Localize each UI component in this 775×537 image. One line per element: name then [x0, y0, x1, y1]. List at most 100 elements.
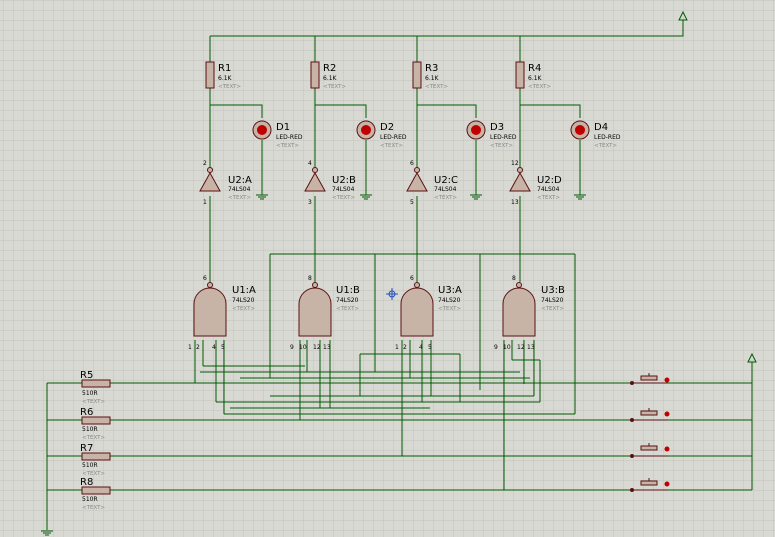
resistor-text: <TEXT> — [82, 505, 105, 511]
vcc-symbol-right — [747, 352, 757, 363]
resistor-r6[interactable]: R6 510R <TEXT> — [80, 407, 111, 441]
resistor-text: <TEXT> — [82, 471, 105, 477]
pushbutton-2[interactable] — [630, 408, 670, 422]
resistor-r1[interactable]: R1 6.1K <TEXT> — [205, 61, 241, 90]
resistor-label: R8 — [80, 477, 93, 488]
resistor-value: 510R — [82, 426, 98, 433]
pin-in: 10 — [503, 344, 511, 351]
inverter-u2-d[interactable]: 12 13 U2:D 74LS04 <TEXT> — [509, 160, 562, 206]
led-label: D4 — [594, 122, 608, 133]
inverter-label: U2:B — [332, 175, 356, 186]
pin-in: 5 — [221, 344, 225, 351]
pin-out: 6 — [410, 160, 414, 167]
crosshair-cursor-icon — [386, 288, 398, 300]
inverter-label: U2:A — [228, 175, 252, 186]
inverter-label: U2:D — [537, 175, 562, 186]
pin-out: 6 — [203, 275, 207, 282]
resistor-value: 510R — [82, 390, 98, 397]
resistor-value: 6.1K — [323, 75, 338, 82]
pushbutton-1[interactable] — [630, 373, 670, 385]
led-d1[interactable]: D1 LED-RED <TEXT> — [252, 120, 303, 149]
nand-value: 74LS20 — [232, 297, 255, 304]
pin-in: 1 — [395, 344, 399, 351]
resistor-r3[interactable]: R3 6.1K <TEXT> — [412, 61, 448, 90]
led-text: <TEXT> — [380, 143, 403, 149]
resistor-label: R7 — [80, 443, 93, 454]
nand-gate-u3-a[interactable]: 6 1 2 4 5 U3:A 74LS20 <TEXT> — [395, 275, 462, 351]
nand-label: U3:B — [541, 285, 565, 296]
ground-symbols — [256, 194, 586, 200]
inverter-value: 74LS04 — [332, 186, 355, 193]
nand-value: 74LS20 — [438, 297, 461, 304]
nand-value: 74LS20 — [336, 297, 359, 304]
nand-gate-u3-b[interactable]: 8 9 10 12 13 U3:B 74LS20 <TEXT> — [494, 275, 565, 351]
pin-out: 8 — [308, 275, 312, 282]
resistor-label: R3 — [425, 63, 438, 74]
led-d4[interactable]: D4 LED-RED <TEXT> — [570, 120, 621, 149]
led-text: <TEXT> — [276, 143, 299, 149]
inverter-u2-c[interactable]: 6 5 U2:C 74LS04 <TEXT> — [406, 160, 458, 206]
resistor-text: <TEXT> — [82, 399, 105, 405]
inverter-text: <TEXT> — [332, 195, 355, 201]
pin-in: 2 — [196, 344, 200, 351]
pin-out: 12 — [511, 160, 519, 167]
inverter-u2-a[interactable]: 2 1 U2:A 74LS04 <TEXT> — [199, 160, 252, 206]
resistor-r5[interactable]: R5 510R <TEXT> — [80, 370, 111, 405]
pin-in: 2 — [403, 344, 407, 351]
resistor-label: R6 — [80, 407, 93, 418]
pin-in: 9 — [290, 344, 294, 351]
pushbutton-4[interactable] — [630, 478, 670, 492]
led-value: LED-RED — [380, 134, 407, 141]
inverter-value: 74LS04 — [537, 186, 560, 193]
pin-out: 8 — [512, 275, 516, 282]
resistor-value: 6.1K — [528, 75, 543, 82]
pin-in: 3 — [308, 199, 312, 206]
resistor-r4[interactable]: R4 6.1K <TEXT> — [515, 61, 551, 90]
vcc-symbol-top — [678, 10, 688, 21]
nand-text: <TEXT> — [232, 306, 255, 312]
resistor-text: <TEXT> — [323, 84, 346, 90]
pin-in: 13 — [323, 344, 331, 351]
resistor-value: 510R — [82, 462, 98, 469]
resistor-label: R4 — [528, 63, 541, 74]
resistor-r7[interactable]: R7 510R <TEXT> — [80, 443, 111, 477]
nand-label: U3:A — [438, 285, 462, 296]
pin-in: 1 — [188, 344, 192, 351]
resistor-value: 510R — [82, 496, 98, 503]
pin-in: 9 — [494, 344, 498, 351]
inverter-u2-b[interactable]: 4 3 U2:B 74LS04 <TEXT> — [304, 160, 356, 206]
pin-in: 5 — [428, 344, 432, 351]
nand-label: U1:B — [336, 285, 360, 296]
inverter-text: <TEXT> — [537, 195, 560, 201]
led-text: <TEXT> — [490, 143, 513, 149]
inverter-label: U2:C — [434, 175, 458, 186]
resistor-text: <TEXT> — [82, 435, 105, 441]
nand-text: <TEXT> — [438, 306, 461, 312]
nand-gate-u1-a[interactable]: 6 1 2 4 5 U1:A 74LS20 <TEXT> — [188, 275, 256, 351]
nand-text: <TEXT> — [541, 306, 564, 312]
led-d3[interactable]: D3 LED-RED <TEXT> — [466, 120, 517, 149]
ground-symbol-left — [41, 530, 53, 536]
pushbutton-3[interactable] — [630, 443, 670, 458]
resistor-r8[interactable]: R8 510R <TEXT> — [80, 477, 111, 511]
pin-in: 4 — [212, 344, 216, 351]
nand-gate-u1-b[interactable]: 8 9 10 12 13 U1:B 74LS20 <TEXT> — [290, 275, 360, 351]
resistor-text: <TEXT> — [528, 84, 551, 90]
pin-out: 4 — [308, 160, 312, 167]
resistor-value: 6.1K — [218, 75, 233, 82]
resistor-r2[interactable]: R2 6.1K <TEXT> — [310, 61, 346, 90]
resistor-label: R2 — [323, 63, 336, 74]
nand-value: 74LS20 — [541, 297, 564, 304]
led-value: LED-RED — [594, 134, 621, 141]
led-value: LED-RED — [276, 134, 303, 141]
pin-out: 2 — [203, 160, 207, 167]
led-label: D2 — [380, 122, 394, 133]
pin-in: 4 — [419, 344, 423, 351]
resistor-value: 6.1K — [425, 75, 440, 82]
inverter-text: <TEXT> — [228, 195, 251, 201]
led-text: <TEXT> — [594, 143, 617, 149]
pin-in: 5 — [410, 199, 414, 206]
led-d2[interactable]: D2 LED-RED <TEXT> — [356, 120, 407, 149]
inverter-value: 74LS04 — [228, 186, 251, 193]
